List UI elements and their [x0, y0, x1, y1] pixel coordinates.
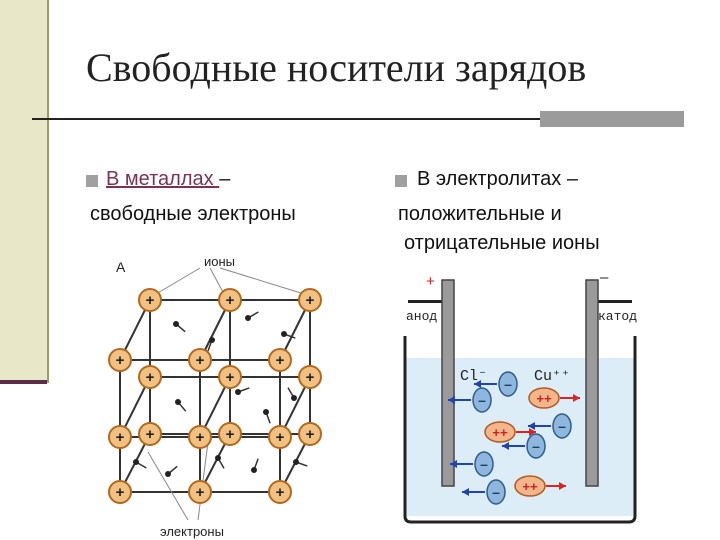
free-electron	[293, 459, 308, 467]
solution-ions: ––––––++++++	[448, 371, 580, 505]
anode-terminal	[408, 300, 442, 303]
svg-text:+: +	[196, 429, 205, 446]
lattice-ion: +	[188, 425, 212, 449]
electrons-label: электроны	[160, 524, 224, 539]
title-underline-accent	[540, 111, 684, 127]
free-electron	[165, 465, 178, 477]
cathode-minus-sign: –	[600, 269, 609, 286]
lattice-ion: +	[268, 425, 292, 449]
svg-text:+: +	[196, 352, 205, 369]
free-electron	[281, 331, 296, 339]
svg-text:+: +	[306, 292, 315, 309]
metals-link[interactable]: В металлах	[106, 168, 220, 190]
lattice-ion: +	[218, 365, 242, 389]
electrolysis-diagram: + – анод катод Cl⁻ Cu⁺⁺ ––––––++++++	[403, 269, 637, 524]
side-bar-accent	[0, 380, 47, 384]
anion: –	[450, 451, 494, 477]
metal-diagram-corner-label: А	[116, 259, 126, 275]
svg-text:+: +	[226, 369, 235, 386]
free-electron	[175, 399, 187, 412]
svg-text:+: +	[306, 426, 315, 443]
lattice-ion: +	[188, 348, 212, 372]
lattice-ion: +	[298, 365, 322, 389]
anion: –	[448, 387, 492, 413]
cathode-terminal	[598, 300, 632, 303]
svg-text:+: +	[146, 426, 155, 443]
electrolytes-line2: положительные и	[398, 203, 562, 225]
svg-text:+: +	[116, 484, 125, 501]
svg-text:+: +	[276, 429, 285, 446]
cathode-label: катод	[598, 309, 637, 324]
svg-text:+: +	[226, 292, 235, 309]
electrolytes-line3: отрицательные ионы	[404, 232, 600, 254]
lattice-ion: +	[108, 348, 132, 372]
svg-text:+: +	[226, 426, 235, 443]
copper-ion-label: Cu⁺⁺	[534, 368, 570, 385]
free-electron	[245, 311, 259, 321]
ions-label: ионы	[204, 254, 235, 269]
svg-text:+: +	[306, 369, 315, 386]
free-electron	[263, 409, 271, 424]
lattice-ion: +	[138, 365, 162, 389]
svg-text:++: ++	[492, 425, 508, 440]
svg-text:+: +	[276, 484, 285, 501]
free-electron	[235, 387, 250, 395]
lattice-ion: +	[108, 425, 132, 449]
anode-plus-sign: +	[426, 273, 435, 290]
electrolytes-heading: В электролитах –	[417, 168, 578, 190]
lattice-ion: +	[268, 480, 292, 504]
electrolysis-vessel	[403, 336, 637, 524]
metals-carriers: свободные электроны	[90, 203, 296, 225]
svg-text:+: +	[276, 352, 285, 369]
svg-text:++: ++	[536, 391, 552, 406]
cation: ++	[514, 475, 566, 497]
free-electron	[173, 321, 186, 333]
lattice-ion: +	[108, 480, 132, 504]
lattice-ion: +	[268, 348, 292, 372]
metals-dash: –	[219, 168, 231, 190]
cathode-electrode	[585, 279, 599, 487]
cation: ++	[484, 421, 536, 443]
svg-text:+: +	[146, 369, 155, 386]
lattice-ion: +	[188, 480, 212, 504]
svg-text:+: +	[116, 352, 125, 369]
svg-text:–: –	[504, 376, 512, 392]
svg-text:–: –	[532, 438, 540, 454]
slide-title: Свободные носители зарядов	[86, 45, 587, 90]
lattice-ion: +	[298, 288, 322, 312]
svg-text:–: –	[480, 456, 488, 472]
lattice-ion: +	[218, 288, 242, 312]
metal-lattice-diagram: + + + + + + + + + + + + + + + + + + А ионы электроны	[108, 252, 324, 540]
free-electron	[287, 387, 297, 401]
free-electron	[207, 337, 215, 352]
lattice-ion: +	[218, 422, 242, 446]
lattice-ions: + + + + + + + + + + + + + + + + + +	[108, 288, 322, 504]
anion: –	[528, 413, 572, 439]
lattice-ion: +	[298, 422, 322, 446]
free-electron	[251, 458, 259, 473]
svg-text:–: –	[492, 484, 500, 500]
free-electron	[215, 455, 225, 469]
chloride-ion-label: Cl⁻	[460, 368, 487, 385]
anode-label: анод	[406, 309, 437, 324]
svg-text:++: ++	[522, 479, 538, 494]
anion: –	[474, 371, 518, 397]
svg-text:–: –	[558, 418, 566, 434]
svg-text:–: –	[478, 392, 486, 408]
anion: –	[462, 479, 506, 505]
svg-text:+: +	[116, 429, 125, 446]
anode-electrode	[441, 279, 455, 487]
bullet-electrolytes	[395, 175, 407, 187]
title-underline	[32, 118, 684, 120]
lattice-ion: +	[138, 422, 162, 446]
bullet-metals	[86, 175, 98, 187]
cation: ++	[528, 387, 580, 409]
metals-heading: В металлах –	[106, 168, 230, 191]
lattice-ion: +	[138, 288, 162, 312]
svg-text:+: +	[196, 484, 205, 501]
anion: –	[502, 433, 546, 459]
svg-text:+: +	[146, 292, 155, 309]
decorative-side-bar	[0, 0, 49, 383]
free-electron	[133, 459, 147, 469]
